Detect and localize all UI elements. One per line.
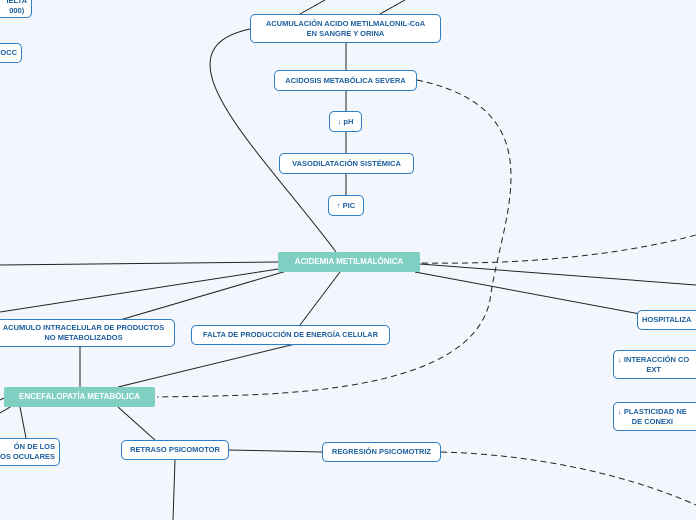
link-top-left: [299, 0, 326, 15]
link-encefalopatia-downleft: [0, 405, 13, 414]
node-regresion-psicomotriz[interactable]: REGRESIÓN PSICOMOTRIZ: [322, 442, 441, 462]
link-acidemia-hospitaliza: [414, 271, 641, 315]
node-plasticidad[interactable]: ↓ PLASTICIDAD NE DE CONEXI: [613, 402, 696, 431]
link-encefalopatia-left: [0, 397, 5, 401]
link-top-right: [379, 0, 406, 15]
node-hospitaliza[interactable]: HOSPITALIZA: [637, 310, 696, 330]
node-vasodilatacion[interactable]: VASODILATACIÓN SISTÉMICA: [279, 153, 414, 174]
link-retraso-down: [172, 459, 176, 520]
link-retraso-regresion: [228, 449, 323, 453]
link-acidemia-left: [0, 261, 279, 266]
node-falta-energia[interactable]: FALTA DE PRODUCCIÓN DE ENERGÍA CELULAR: [191, 325, 390, 345]
link-encefalopatia-retraso: [117, 406, 156, 441]
dashed-regresion-right: [440, 451, 696, 506]
link-encefalopatia-ojo: [19, 406, 27, 439]
node-top-left-partial[interactable]: IELTA 000): [0, 0, 32, 18]
node-ocular-partial[interactable]: ÓN DE LOS OS OCULARES: [0, 438, 60, 466]
node-retraso-psicomotor[interactable]: RETRASO PSICOMOTOR: [121, 440, 229, 460]
node-pic-increase[interactable]: ↑ PIC: [328, 195, 364, 216]
node-acidosis-metabolica[interactable]: ACIDOSIS METABÓLICA SEVERA: [274, 70, 417, 91]
node-acumulacion-acido[interactable]: ACUMULACIÓN ACIDO METILMALONIL-CoA EN SA…: [250, 14, 441, 43]
link-acidemia-falta: [299, 271, 341, 326]
link-acidemia-right-1: [419, 263, 696, 286]
link-acidemia-acumulo: [119, 269, 291, 321]
node-ph-decrease[interactable]: ↓ pH: [329, 111, 362, 132]
node-acumulo-intracelular[interactable]: ACUMULO INTRACELULAR DE PRODUCTOS NO MET…: [0, 319, 175, 347]
link-acidemia-acumulacion: [209, 28, 337, 253]
link-acidemia-far-left: [0, 267, 286, 313]
node-interaccion[interactable]: ↓ INTERACCIÓN CO EXT: [613, 350, 696, 379]
node-occ-partial[interactable]: OCC: [0, 43, 22, 63]
node-encefalopatia-metabolica[interactable]: ENCEFALOPATÍA METABÓLICA: [4, 387, 155, 407]
dashed-acidosis-encefalopatia: [156, 79, 512, 398]
link-falta-encefalopatia: [117, 343, 296, 388]
node-acidemia-metilmalonica[interactable]: ACIDEMIA METILMALÓNICA: [278, 252, 420, 272]
dashed-acidemia-right: [421, 234, 696, 264]
